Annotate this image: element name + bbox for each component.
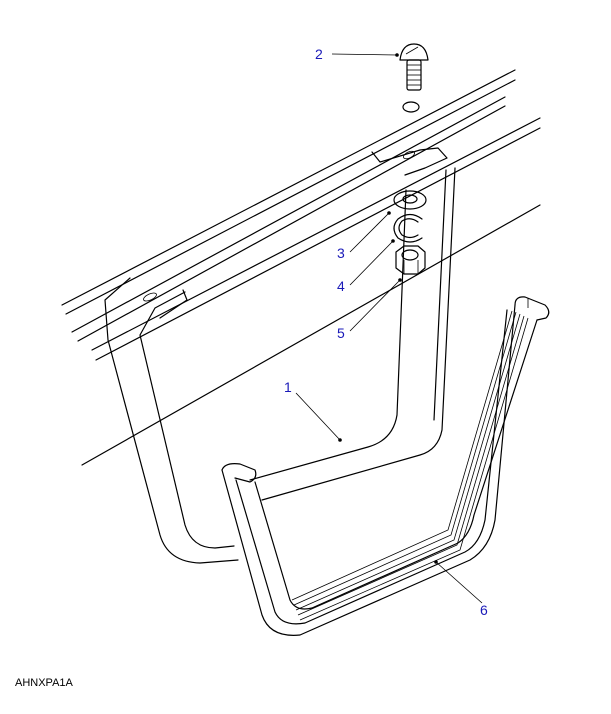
strap-ribs [291, 310, 529, 621]
plain-washer [393, 190, 427, 210]
bolt [399, 43, 429, 113]
callout-4: 4 [337, 278, 345, 294]
mounting-bracket [104, 147, 456, 564]
leader-lines [295, 53, 483, 604]
spring-washer [393, 213, 423, 243]
callout-6: 6 [480, 602, 488, 618]
callout-1: 1 [284, 379, 292, 395]
reference-code: AHNXPA1A [15, 677, 73, 689]
callout-3: 3 [337, 245, 345, 261]
chassis-rails [61, 69, 541, 361]
reference-line [81, 204, 541, 466]
callout-2: 2 [315, 46, 323, 62]
callout-5: 5 [337, 325, 345, 341]
strap [221, 296, 550, 636]
nut [395, 245, 426, 275]
